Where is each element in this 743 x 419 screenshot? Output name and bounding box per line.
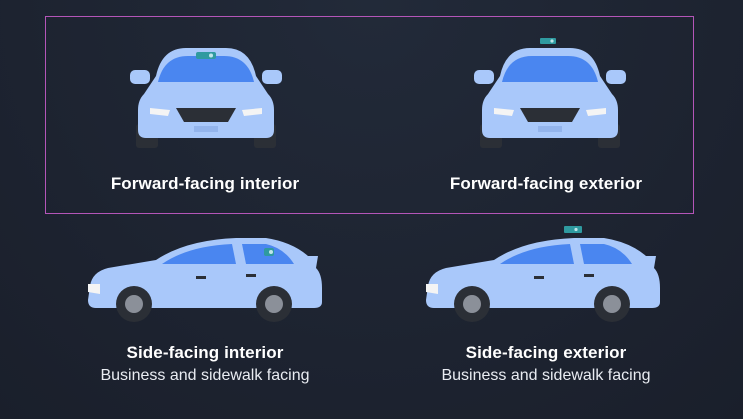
side-car-exterior-camera-icon	[426, 226, 660, 322]
side-facing-interior-subtitle: Business and sidewalk facing	[100, 367, 310, 384]
front-car-interior-camera-icon	[130, 48, 282, 148]
forward-facing-exterior-title: Forward-facing exterior	[449, 174, 643, 193]
front-car-exterior-camera-icon	[474, 38, 626, 148]
forward-facing-interior-title: Forward-facing interior	[110, 174, 300, 193]
side-facing-interior-title: Side-facing interior	[126, 343, 284, 362]
side-car-interior-camera-icon	[88, 238, 322, 322]
side-facing-exterior-title: Side-facing exterior	[465, 343, 627, 362]
forward-facing-highlight-box	[45, 16, 694, 214]
side-facing-exterior-subtitle: Business and sidewalk facing	[441, 367, 651, 384]
